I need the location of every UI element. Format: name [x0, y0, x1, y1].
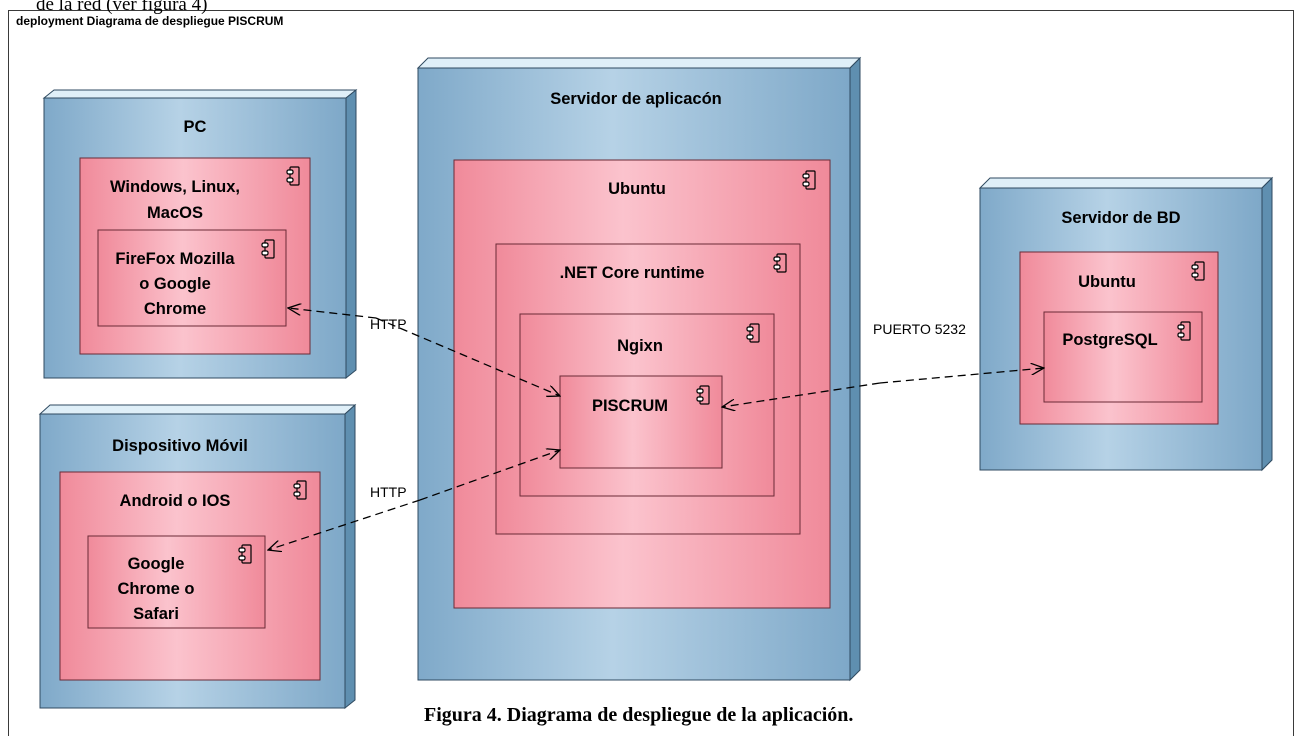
postgresql-component: PostgreSQL [1043, 311, 1203, 403]
pc-browser-label-line3: Chrome [144, 300, 206, 318]
pc-http-connection: HTTP [288, 308, 560, 396]
mobile-node-label: Dispositivo Móvil [112, 437, 248, 455]
piscrum-label: PISCRUM [592, 397, 668, 415]
db-os-label: Ubuntu [1078, 273, 1136, 291]
diagram-title: deployment Diagrama de despliegue PISCRU… [16, 14, 284, 28]
db-port-label: PUERTO 5232 [873, 321, 966, 337]
db-server-node-label: Servidor de BD [1061, 209, 1180, 227]
pc-os-label-line2: MacOS [147, 204, 203, 222]
mobile-browser-component: Google Chrome o Safari [87, 535, 266, 629]
mobile-http-label: HTTP [370, 484, 407, 500]
pc-browser-component: FireFox Mozilla o Google Chrome [97, 229, 287, 327]
mobile-browser-label-line1: Google [128, 555, 185, 573]
pc-browser-label-line1: FireFox Mozilla [115, 250, 235, 268]
figure-caption: Figura 4. Diagrama de despliegue de la a… [424, 704, 854, 726]
webserver-label: Ngixn [617, 337, 663, 355]
app-server-node-label: Servidor de aplicacón [550, 90, 721, 108]
pc-browser-label-line2: o Google [139, 275, 211, 293]
pc-node-label: PC [184, 118, 207, 136]
mobile-browser-label-line3: Safari [133, 605, 179, 623]
mobile-os-label: Android o IOS [120, 492, 231, 510]
mobile-browser-label-line2: Chrome o [117, 580, 194, 598]
postgresql-label: PostgreSQL [1062, 331, 1157, 349]
piscrum-component: PISCRUM [559, 375, 723, 469]
pc-os-label-line1: Windows, Linux, [110, 178, 240, 196]
db-connection: PUERTO 5232 [722, 321, 1044, 407]
diagram-frame [8, 10, 1294, 736]
app-os-label: Ubuntu [608, 180, 666, 198]
runtime-label: .NET Core runtime [560, 264, 705, 282]
header-text: de la red (ver figura 4) [36, 0, 208, 15]
pc-http-label: HTTP [370, 316, 407, 332]
mobile-http-connection: HTTP [268, 450, 560, 550]
